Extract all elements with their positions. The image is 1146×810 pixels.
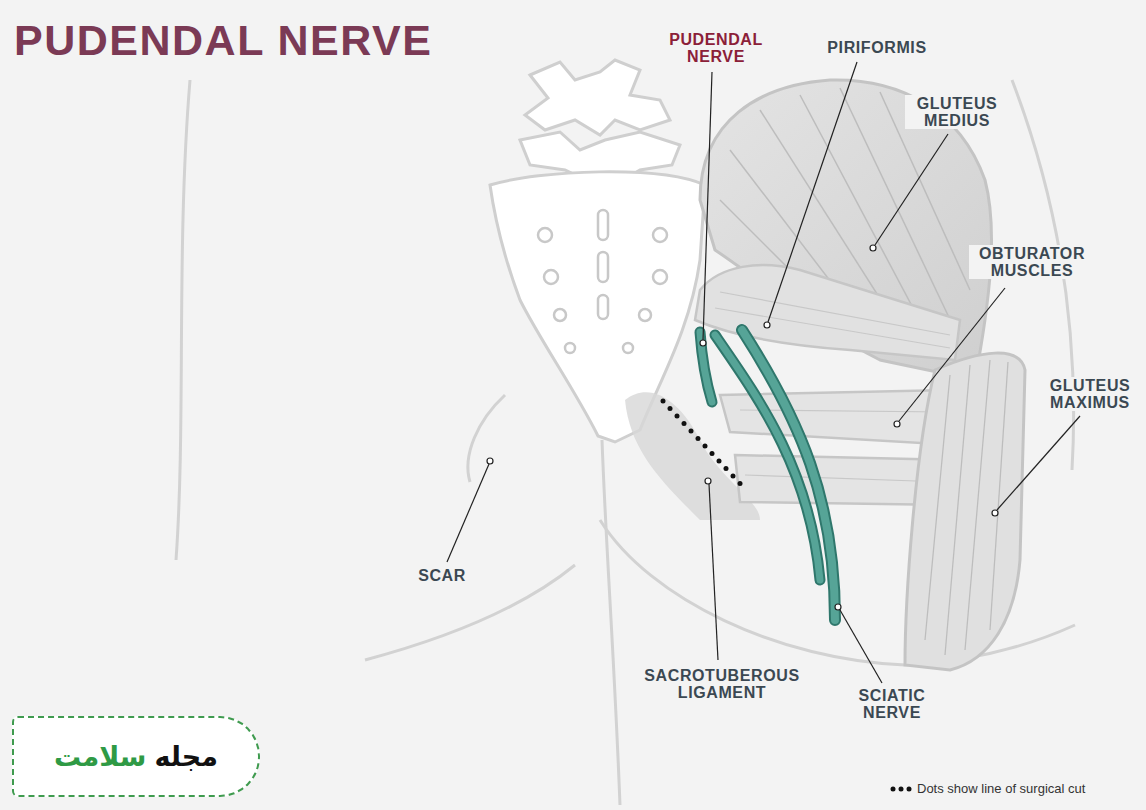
part-label: GLUTEUS MEDIUS <box>905 95 1009 129</box>
sacrum <box>490 172 705 442</box>
part-label: SCIATIC NERVE <box>845 687 939 721</box>
watermark-text: سلامت <box>54 741 146 772</box>
leader-lines <box>447 62 1080 683</box>
vertebrae <box>520 60 680 182</box>
part-label: OBTURATOR MUSCLES <box>969 245 1095 279</box>
part-label: SCAR <box>410 567 474 584</box>
part-label: PIRIFORMIS <box>810 39 944 56</box>
gluteus-maximus <box>905 353 1025 670</box>
nerves <box>700 330 835 620</box>
legend-text: Dots show line of surgical cut <box>917 781 1085 796</box>
diagram-title: PUDENDAL NERVE <box>14 16 432 65</box>
part-label: GLUTEUS MAXIMUS <box>1038 377 1142 411</box>
body-outline <box>176 80 1075 805</box>
part-label: SACROTUBEROUS LIGAMENT <box>639 667 805 701</box>
part-label: PUDENDAL NERVE <box>664 31 768 65</box>
surgical-cut-dots <box>661 399 743 487</box>
legend-sample <box>891 787 912 792</box>
sacral-foramina <box>538 210 667 353</box>
watermark-box: مجله سلامت <box>12 716 260 797</box>
watermark-text: مجله <box>154 741 218 772</box>
piriformis <box>695 265 960 360</box>
